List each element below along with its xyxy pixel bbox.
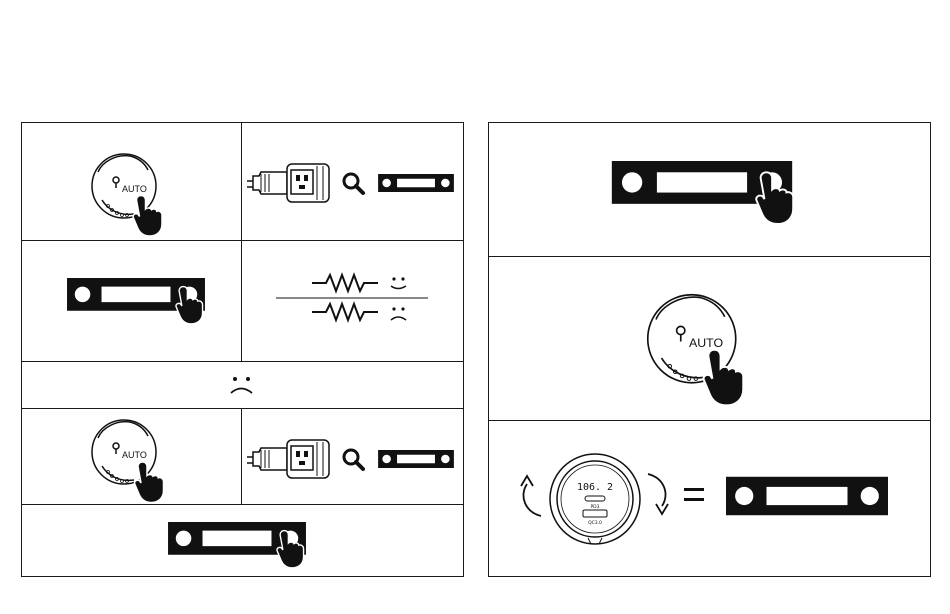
signal-comparison-illustration bbox=[276, 270, 431, 325]
left-row-divider-1 bbox=[21, 240, 464, 241]
right-row-divider-2 bbox=[488, 420, 931, 421]
auto-dial-illustration-2: AUTO bbox=[90, 418, 170, 498]
left-row-divider-3 bbox=[21, 408, 464, 409]
car-charger-icon-1 bbox=[247, 164, 337, 204]
auto-label: AUTO bbox=[122, 450, 147, 460]
radio-press-illustration-1 bbox=[66, 278, 206, 328]
frequency-display: 106. 2 bbox=[577, 482, 613, 493]
frown-icon bbox=[391, 307, 406, 320]
right-row-divider-1 bbox=[488, 256, 931, 257]
left-col-divider-3 bbox=[241, 408, 242, 504]
left-col-divider-2 bbox=[241, 240, 242, 361]
equals-icon bbox=[684, 488, 704, 502]
radio-strip-small-2 bbox=[378, 450, 454, 468]
smiley-icon bbox=[391, 277, 406, 288]
auto-label: AUTO bbox=[122, 184, 147, 194]
search-icon bbox=[343, 173, 365, 195]
left-col-divider-1 bbox=[241, 122, 242, 240]
charger-display-illustration: 106. 2 PD3 QC3.0 bbox=[548, 452, 642, 546]
left-row-divider-4 bbox=[21, 504, 464, 505]
frown-icon bbox=[228, 374, 256, 396]
radio-press-illustration-3 bbox=[611, 161, 793, 223]
search-icon bbox=[343, 449, 365, 471]
rotate-ccw-icon bbox=[517, 472, 547, 518]
radio-press-illustration-2 bbox=[167, 522, 307, 572]
left-row-divider-2 bbox=[21, 361, 464, 362]
auto-dial-illustration-large: AUTO bbox=[645, 292, 755, 402]
radio-strip-small-1 bbox=[378, 174, 454, 192]
qc-port-label: QC3.0 bbox=[588, 520, 602, 526]
pd-port-label: PD3 bbox=[590, 504, 599, 510]
radio-strip-large bbox=[726, 476, 888, 516]
auto-label: AUTO bbox=[689, 336, 723, 350]
auto-dial-illustration-1: AUTO bbox=[90, 152, 170, 232]
rotate-cw-icon bbox=[642, 472, 672, 518]
car-charger-icon-2 bbox=[247, 440, 337, 480]
